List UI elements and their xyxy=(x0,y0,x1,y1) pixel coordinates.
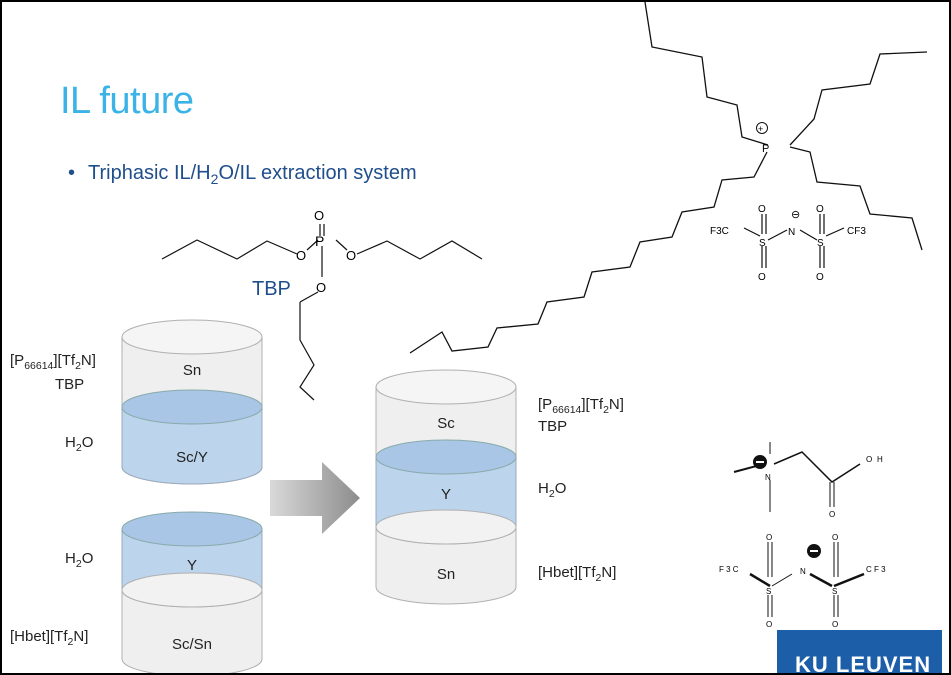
tf2n-top-s-right: S xyxy=(817,238,824,249)
tf2n-bottom-o: O xyxy=(766,533,772,542)
tf2n-bottom-f3c: F 3 C xyxy=(719,565,739,574)
positive-charge-icon xyxy=(756,122,768,134)
phosphonium-plus: + xyxy=(758,124,763,134)
tf2n-top-o: O xyxy=(758,272,766,283)
tbp-o-left: O xyxy=(296,248,306,263)
ku-leuven-logo: KU LEUVEN xyxy=(777,630,942,673)
tf2n-bottom-o: O xyxy=(832,533,838,542)
tf2n-bottom-o: O xyxy=(832,620,838,629)
phase-label: Y xyxy=(186,557,197,574)
phosphonium-p: P xyxy=(762,143,769,155)
label-il-phosphonium: [P66614][Tf2N] xyxy=(10,352,96,372)
phosphonium-structure xyxy=(409,2,928,354)
betaine-n: N xyxy=(765,473,771,482)
cylinder-left-bottom xyxy=(121,511,263,673)
slide-title: IL future xyxy=(60,80,194,122)
betaine-o: O xyxy=(829,510,835,519)
tf2n-top-o: O xyxy=(816,204,824,215)
tbp-chain-left xyxy=(161,239,298,260)
negative-charge-minus xyxy=(810,550,818,552)
bullet-text: Triphasic IL/H2O/IL extraction system xyxy=(88,162,417,187)
tf2n-bottom-structure xyxy=(749,542,865,617)
betaine-structure xyxy=(733,442,861,512)
tbp-structure xyxy=(161,224,483,401)
bullet-text-part: Triphasic IL/H xyxy=(88,162,211,184)
phase-label: Sn xyxy=(436,566,456,583)
tf2n-bottom-o: O xyxy=(766,620,772,629)
tbp-label: TBP xyxy=(252,278,291,300)
tf2n-top-cf3-right: CF3 xyxy=(847,226,866,237)
phase-label: Y xyxy=(440,486,451,503)
cylinder-left-top xyxy=(121,319,263,485)
tf2n-bottom-s-left: S xyxy=(766,587,771,596)
label-tbp: TBP xyxy=(55,376,85,393)
tf2n-top-structure xyxy=(743,214,845,268)
label-il-hbet: [Hbet][Tf2N] xyxy=(10,628,89,648)
bullet-text-sub: 2 xyxy=(210,171,219,187)
tbp-chain-bottom xyxy=(299,302,315,401)
cylinder-right xyxy=(375,369,517,605)
tf2n-top-s-left: S xyxy=(759,238,766,249)
label-il-hbet: [Hbet][Tf2N] xyxy=(538,564,617,584)
phase-label: Sc/Y xyxy=(176,449,208,466)
label-water: H2O xyxy=(65,550,94,570)
phosphonium-chain-right xyxy=(789,146,923,251)
tf2n-bottom-cf3: C F 3 xyxy=(866,565,886,574)
phosphonium-chain-right-top xyxy=(789,51,928,146)
tbp-p: P xyxy=(315,233,324,249)
label-tbp: TBP xyxy=(538,418,568,435)
tbp-chain-right xyxy=(356,240,483,260)
tf2n-bottom-s-right: S xyxy=(832,587,837,596)
phosphonium-chain-long xyxy=(409,151,768,354)
phosphonium-chain-top xyxy=(644,2,769,146)
bullet-text-part: O/IL extraction system xyxy=(218,162,417,184)
tf2n-top-cf3-left: F3C xyxy=(710,226,729,237)
bullet-marker: • xyxy=(68,162,76,184)
tf2n-top-n: N xyxy=(788,227,795,238)
label-water: H2O xyxy=(538,480,567,500)
tf2n-top-minus: ⊖ xyxy=(791,209,800,221)
tbp-o-top: O xyxy=(314,208,324,223)
negative-charge-minus xyxy=(756,461,764,463)
label-il-phosphonium: [P66614][Tf2N] xyxy=(538,396,624,416)
betaine-h: H xyxy=(877,455,883,464)
phase-label: Sn xyxy=(182,362,202,379)
tbp-o-right: O xyxy=(346,248,356,263)
tf2n-top-o: O xyxy=(758,204,766,215)
process-arrow xyxy=(270,462,360,534)
betaine-o: O xyxy=(866,455,872,464)
tf2n-top-o: O xyxy=(816,272,824,283)
tf2n-bottom-n: N xyxy=(800,567,806,576)
phase-label: Sc xyxy=(437,415,455,432)
phase-label: Sc/Sn xyxy=(171,636,213,653)
tbp-o-bottom: O xyxy=(316,280,326,295)
label-water: H2O xyxy=(65,434,94,454)
